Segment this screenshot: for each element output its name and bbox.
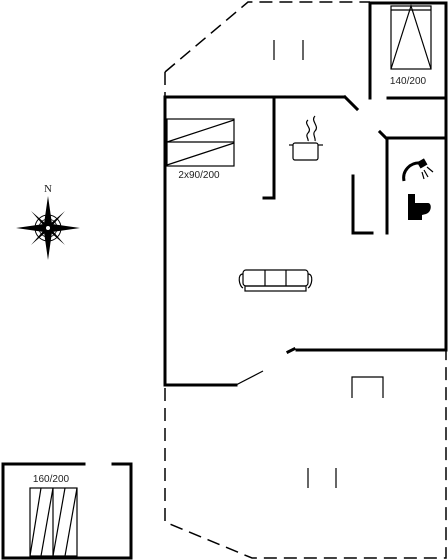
bed-size-label: 140/200: [390, 76, 427, 87]
terrace-outline-bottom: [164, 350, 447, 559]
bed-icon: [166, 118, 235, 167]
bed-icon: [390, 4, 432, 70]
bed-size-label: 160/200: [33, 474, 70, 485]
compass-rose-icon: [16, 196, 80, 260]
door-swings: [235, 94, 389, 386]
bed-icon: [29, 487, 78, 557]
interior-walls: [262, 96, 448, 235]
sofa-icon: [238, 269, 313, 292]
north-label: N: [44, 183, 52, 195]
exterior-walls: [163, 1, 448, 387]
toilet-icon: [408, 194, 431, 220]
annex-walls: [1, 462, 133, 560]
bed-size-label: 2x90/200: [178, 170, 220, 181]
outdoor-fixture: [351, 376, 384, 398]
terrace-outline-top: [164, 1, 370, 96]
shower-icon: [402, 158, 434, 182]
cooking-pot-icon: [289, 115, 323, 161]
